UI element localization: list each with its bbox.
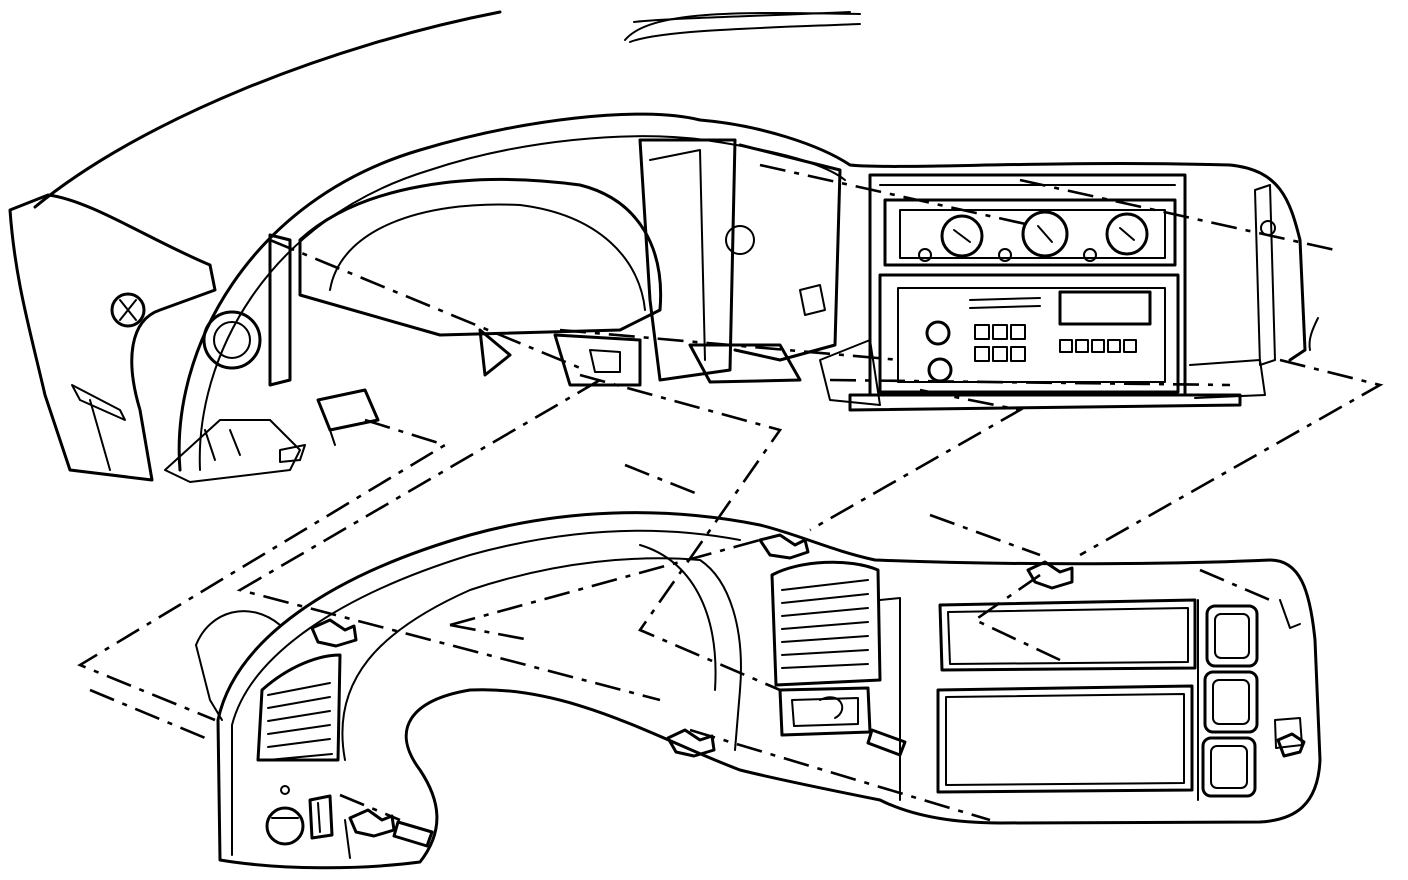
headlamp-switch-icon	[265, 806, 305, 846]
radio-preset-buttons	[974, 324, 1137, 362]
radio-display-icon	[1058, 290, 1152, 326]
switch-opening-top	[1205, 604, 1259, 668]
radio-opening	[936, 684, 1194, 794]
clip-icon	[348, 808, 396, 838]
tune-knob-icon	[927, 357, 953, 383]
clip-icon	[758, 533, 810, 560]
temperature-knob-icon	[940, 214, 984, 258]
center-air-vent	[770, 560, 882, 687]
clip-icon	[1276, 732, 1306, 758]
retaining-clips	[310, 533, 1306, 838]
steering-emblem-icon	[110, 292, 146, 328]
windshield-edge	[33, 10, 861, 209]
instrument-panel-trim-bezel	[195, 511, 1322, 870]
assembly-guide-lines	[77, 163, 1384, 822]
dimmer-switch-icon	[308, 794, 334, 840]
dash-carrier	[8, 112, 1319, 483]
radio-receiver	[878, 273, 1180, 394]
left-air-vent	[256, 653, 342, 762]
clip-icon	[666, 728, 716, 758]
hvac-opening	[938, 598, 1197, 672]
switch-opening-bottom	[1201, 736, 1257, 798]
switch-opening-middle	[1203, 670, 1259, 734]
mode-knob-icon	[1105, 212, 1149, 256]
clip-icon	[1026, 560, 1074, 590]
clip-icon	[310, 618, 358, 648]
hvac-control	[883, 198, 1177, 267]
volume-knob-icon	[925, 320, 951, 346]
fan-knob-icon	[1021, 210, 1069, 258]
